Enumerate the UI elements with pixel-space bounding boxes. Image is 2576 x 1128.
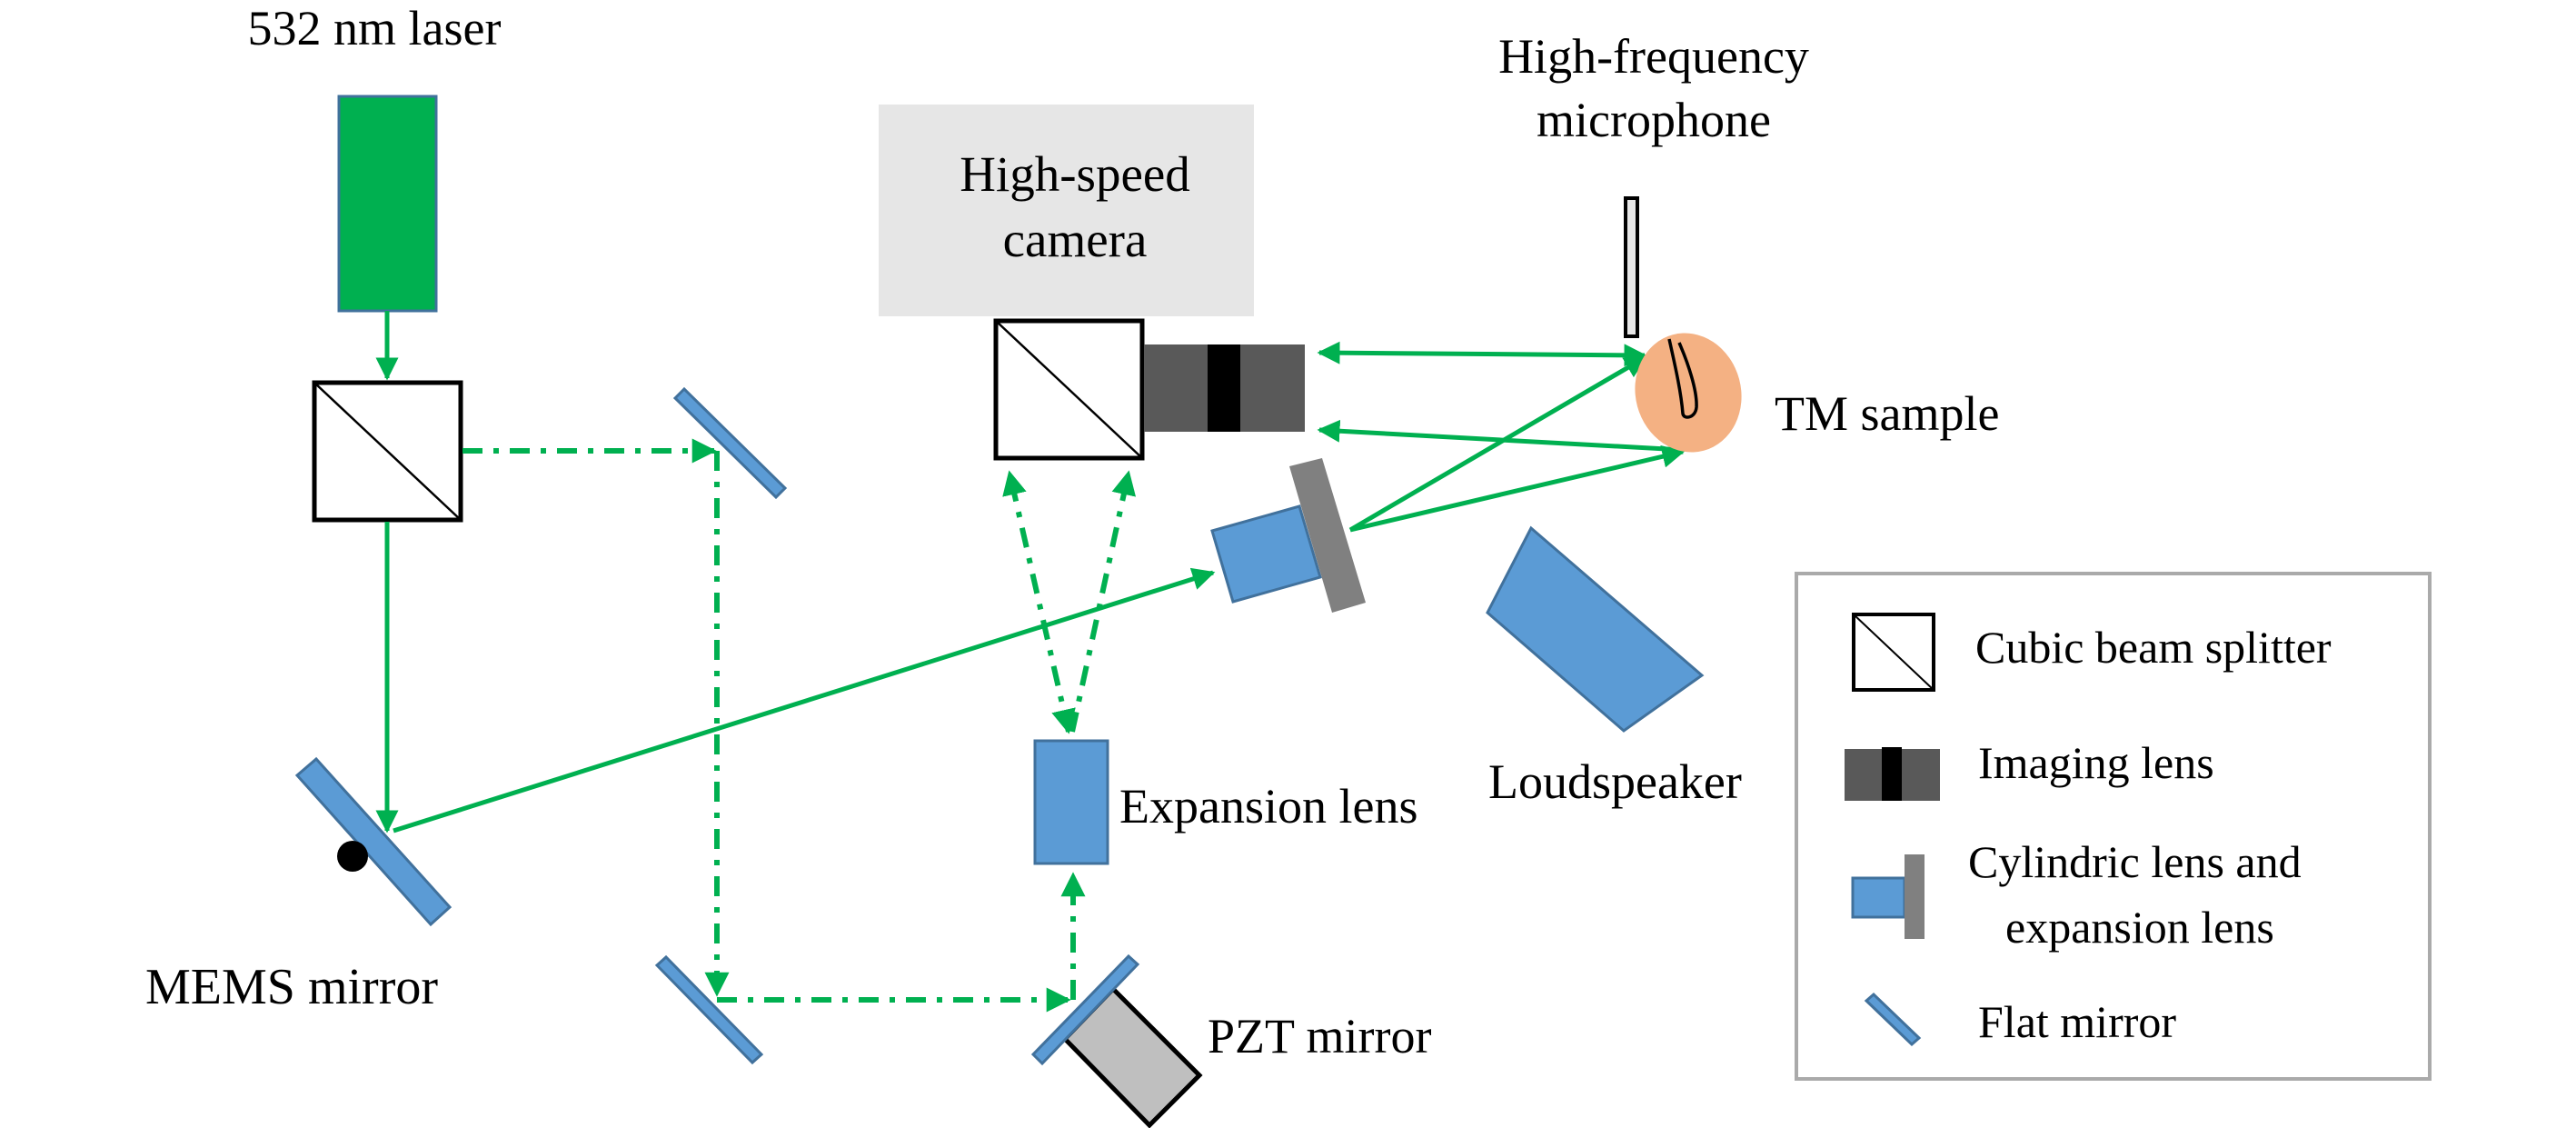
microphone-label-line1: High-frequency: [1498, 29, 1809, 84]
illumination-beam-upper: [1348, 354, 1648, 533]
microphone-icon: [1624, 196, 1639, 338]
legend-item-flat-mirror: Flat mirror: [1864, 992, 2176, 1047]
legend-item-beam-splitter: Cubic beam splitter: [1852, 613, 2332, 692]
cubic-beam-splitter-icon: [312, 380, 463, 523]
flat-mirror-icon: [654, 954, 764, 1065]
beam-mems-to-cylindric-lens: [393, 567, 1216, 834]
cylindric-lens-icon: [1210, 458, 1366, 613]
camera-label-line1: High-speed: [960, 146, 1190, 202]
legend-label: Imaging lens: [1978, 737, 2214, 788]
loudspeaker-label: Loudspeaker: [1488, 754, 1742, 809]
object-beam-upper: [1317, 341, 1647, 367]
legend: Cubic beam splitter Imaging lens Cylindr…: [1795, 572, 2432, 1081]
mems-mirror-icon: [294, 756, 453, 927]
legend-label: Cubic beam splitter: [1975, 622, 2332, 673]
legend-item-imaging-lens: Imaging lens: [1845, 737, 2214, 801]
cubic-beam-splitter-icon: [1852, 613, 1935, 692]
cylindric-lens-icon: [1851, 854, 1925, 939]
camera-icon: [879, 105, 1254, 316]
legend-label: expansion lens: [2005, 902, 2274, 953]
illumination-beam-lower: [1349, 444, 1686, 533]
flat-mirror-icon: [1864, 992, 1922, 1047]
laser-label: 532 nm laser: [248, 1, 502, 55]
laser-source-icon: [337, 95, 438, 313]
flat-mirror-icon: [672, 386, 788, 500]
pzt-mirror-label: PZT mirror: [1208, 1009, 1431, 1063]
reference-beam-diverge-left: [1002, 470, 1076, 734]
mems-mirror-label: MEMS mirror: [145, 959, 438, 1015]
expansion-lens-icon: [1033, 739, 1109, 865]
reference-beam-diverge-right: [1069, 470, 1137, 733]
legend-label: Cylindric lens and: [1968, 836, 2302, 887]
legend-item-cylindric-lens: Cylindric lens and expansion lens: [1851, 836, 2302, 953]
cubic-beam-splitter-icon: [993, 318, 1145, 461]
loudspeaker-icon: [1486, 525, 1705, 733]
microphone-label-line2: microphone: [1537, 93, 1771, 147]
imaging-lens-icon: [1144, 344, 1305, 432]
tympanic-membrane-icon: [1635, 333, 1742, 453]
pzt-mirror-icon: [1030, 953, 1203, 1128]
legend-label: Flat mirror: [1978, 996, 2176, 1047]
imaging-lens-icon: [1845, 747, 1940, 801]
camera-label-line2: camera: [1003, 212, 1148, 267]
expansion-lens-label: Expansion lens: [1119, 779, 1417, 834]
tm-sample-label: TM sample: [1775, 386, 1999, 441]
